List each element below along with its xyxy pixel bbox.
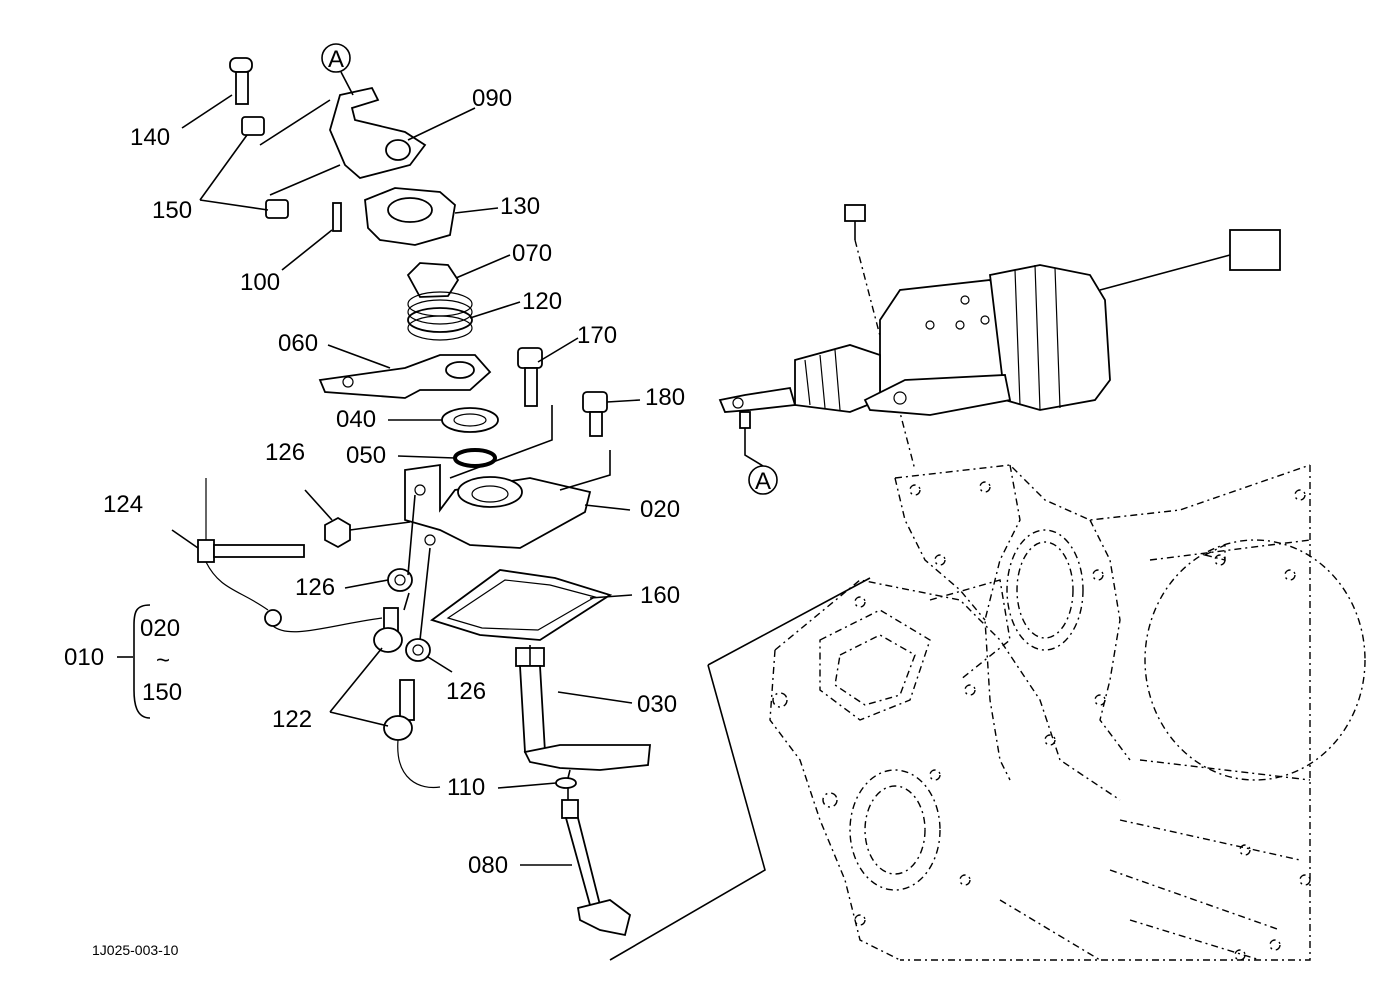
frame-line-top bbox=[707, 577, 871, 666]
stop-solenoid bbox=[718, 204, 1281, 471]
assembly-group: 010 020 ~ 150 bbox=[64, 604, 182, 719]
label-090: 090 bbox=[472, 85, 512, 112]
label-070: 070 bbox=[512, 240, 552, 267]
assembly-parent-label: 010 bbox=[64, 644, 104, 671]
assembly-from-label: 020 bbox=[140, 615, 180, 642]
ref-a-circle-left bbox=[321, 43, 351, 73]
label-170: 170 bbox=[577, 322, 617, 349]
label-122: 122 bbox=[272, 706, 312, 733]
ref-a-leader-right bbox=[744, 428, 764, 467]
assembly-tilde: ~ bbox=[156, 647, 170, 674]
label-060: 060 bbox=[278, 330, 318, 357]
leader-lines bbox=[171, 94, 641, 866]
label-020: 020 bbox=[640, 496, 680, 523]
label-110: 110 bbox=[447, 774, 485, 801]
label-040: 040 bbox=[336, 406, 376, 433]
exploded-parts bbox=[197, 57, 651, 937]
label-160: 160 bbox=[640, 582, 680, 609]
label-030: 030 bbox=[637, 691, 677, 718]
ref-a-right: A bbox=[755, 468, 771, 495]
label-180: 180 bbox=[645, 384, 685, 411]
ref-a-left: A bbox=[328, 46, 344, 73]
label-080: 080 bbox=[468, 852, 508, 879]
frame-line-bottom bbox=[609, 664, 766, 961]
ref-a-leader-left bbox=[340, 71, 354, 96]
label-150: 150 bbox=[152, 197, 192, 224]
label-050: 050 bbox=[346, 442, 386, 469]
label-120: 120 bbox=[522, 288, 562, 315]
figure-code: 1J025-003-10 bbox=[92, 942, 179, 958]
engine-block-phantom bbox=[769, 464, 1366, 961]
label-140: 140 bbox=[130, 124, 170, 151]
label-126-bottom: 126 bbox=[446, 678, 486, 705]
assembly-to-label: 150 bbox=[142, 679, 182, 706]
label-124: 124 bbox=[103, 491, 143, 518]
label-126-top: 126 bbox=[265, 439, 305, 466]
label-126-middle: 126 bbox=[295, 574, 335, 601]
label-130: 130 bbox=[500, 193, 540, 220]
label-100: 100 bbox=[240, 269, 280, 296]
